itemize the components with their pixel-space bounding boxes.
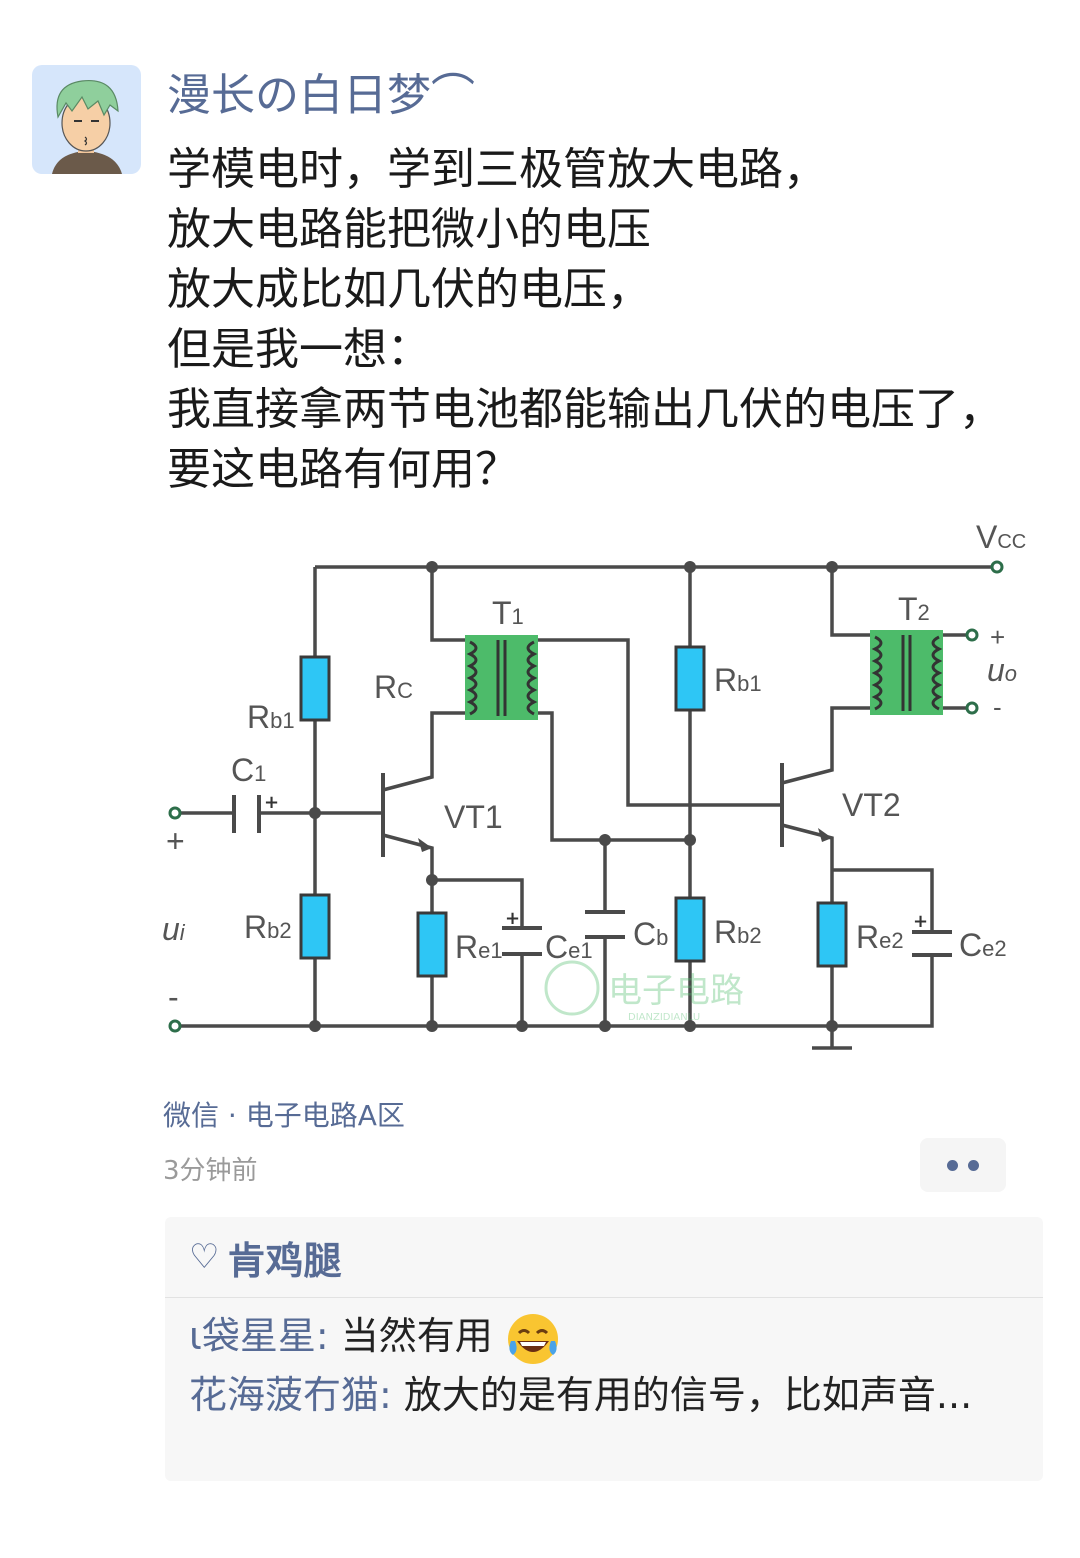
avatar-icon	[52, 79, 122, 174]
svg-text:+: +	[913, 911, 928, 932]
comments-list: ι袋星星: 当然有用 花海菠冇猫: 放大的是有用的信号，比如声音...	[165, 1298, 1043, 1423]
dot-icon	[947, 1159, 958, 1171]
component-labels: VCC T1 T2 RC Rb1 C1 + ui - Rb2 VT1 Re1 C…	[162, 520, 1026, 1015]
label-plus-in: +	[166, 823, 185, 859]
post-text-line: 放大成比如几伏的电压，	[167, 264, 651, 315]
comment-author[interactable]: ι袋星星	[189, 1314, 316, 1358]
svg-text:+: +	[264, 792, 279, 813]
post-text-line: 学模电时，学到三极管放大电路，	[167, 144, 827, 195]
label-uo: uo	[987, 652, 1017, 688]
terminals	[168, 560, 1004, 1033]
capacitor-polarity-marks: + + +	[264, 792, 928, 932]
label-rb1-left: Rb1	[247, 699, 295, 735]
post-author-name[interactable]: 漫长の白日梦⌒	[167, 70, 475, 121]
avatar[interactable]	[32, 65, 141, 174]
comment-text: 当然有用	[340, 1314, 493, 1358]
junction-dots	[309, 561, 838, 1032]
label-rb2-left: Rb2	[244, 909, 292, 945]
resistors	[299, 645, 848, 978]
label-minus-in: -	[168, 979, 179, 1015]
dot-icon	[968, 1159, 979, 1171]
heart-icon: ♡	[189, 1237, 220, 1277]
post-text-line: 我直接拿两节电池都能输出几伏的电压了，	[167, 384, 1003, 435]
comment-item[interactable]: 花海菠冇猫: 放大的是有用的信号，比如声音...	[189, 1372, 973, 1417]
likes-row: ♡ 肯鸡腿	[165, 1217, 1043, 1298]
label-t1: T1	[492, 595, 524, 631]
label-rb1-right: Rb1	[714, 662, 762, 698]
label-ce1: Ce1	[545, 929, 593, 965]
post-source-link[interactable]: 微信 · 电子电路A区	[163, 1099, 405, 1132]
label-vcc: VCC	[976, 520, 1026, 555]
watermark: 电子电路 DIANZIDIANLU	[544, 960, 744, 1023]
label-re1: Re1	[455, 929, 503, 965]
more-actions-button[interactable]	[920, 1138, 1006, 1192]
watermark-subtext: DIANZIDIANLU	[628, 1012, 700, 1023]
label-t2: T2	[898, 591, 930, 627]
comment-author[interactable]: 花海菠冇猫	[189, 1372, 380, 1417]
post-text: 学模电时，学到三极管放大电路， 放大电路能把微小的电压 放大成比如几伏的电压， …	[167, 140, 1003, 500]
post-timestamp: 3分钟前	[163, 1156, 258, 1186]
label-rc: RC	[374, 669, 413, 705]
tears-of-joy-emoji-icon	[507, 1313, 558, 1364]
label-rb2-right: Rb2	[714, 914, 762, 950]
label-vt2: VT2	[842, 787, 901, 823]
label-cb: Cb	[633, 916, 668, 952]
watermark-text: 电子电路	[608, 971, 744, 1011]
circuit-diagram-image[interactable]: + + + 电子电路 DIANZIDIANLU	[160, 520, 1030, 1060]
comment-text: 放大的是有用的信号，比如声音...	[403, 1372, 973, 1417]
post-text-line: 放大电路能把微小的电压	[167, 204, 651, 255]
transistor-bases	[381, 763, 784, 857]
label-vt1: VT1	[444, 799, 503, 835]
comment-item[interactable]: ι袋星星: 当然有用	[165, 1308, 1043, 1367]
like-user[interactable]: 肯鸡腿	[227, 1238, 342, 1283]
post-text-line: 但是我一想：	[167, 324, 431, 375]
capacitors	[232, 795, 952, 957]
emitter-arrows	[418, 828, 832, 852]
label-ui: ui	[162, 911, 186, 947]
likes-comments-panel: ♡ 肯鸡腿 ι袋星星: 当然有用 花海菠冇猫: 放大的是有用的信号，比如声音..…	[165, 1217, 1043, 1481]
label-ce2: Ce2	[959, 927, 1007, 963]
label-re2: Re2	[856, 919, 904, 955]
label-minus-out: -	[993, 692, 1002, 722]
label-plus-out: +	[990, 622, 1005, 652]
transformers	[465, 630, 943, 720]
svg-text:+: +	[505, 908, 520, 929]
post-text-line: 要这电路有何用？	[167, 444, 519, 495]
label-c1: C1	[231, 752, 266, 788]
